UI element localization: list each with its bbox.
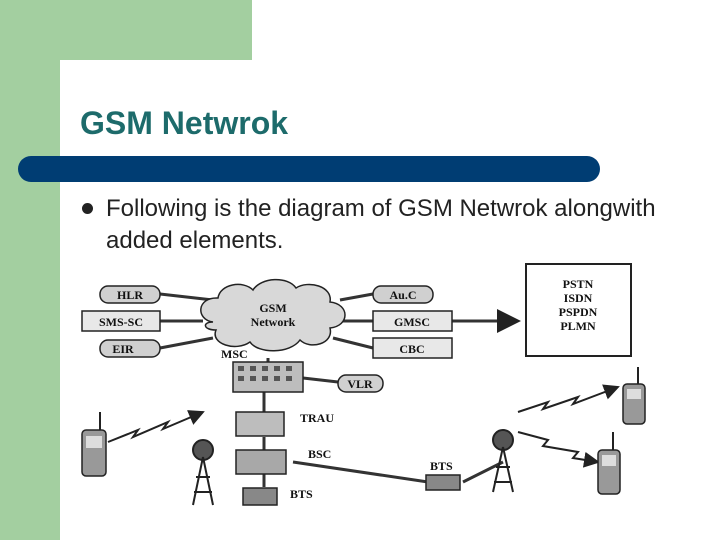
top-tab bbox=[0, 0, 252, 60]
msc-label: MSC bbox=[221, 347, 248, 361]
sms-sc-box: SMS-SC bbox=[81, 310, 161, 332]
svg-text:ISDN: ISDN bbox=[564, 291, 593, 305]
slide-title: GSM Netwrok bbox=[80, 105, 289, 141]
hlr-database: HLR bbox=[99, 285, 161, 304]
svg-text:BTS: BTS bbox=[430, 459, 453, 473]
svg-text:Network: Network bbox=[251, 315, 296, 329]
bullet-marker bbox=[82, 203, 93, 214]
svg-text:PSPDN: PSPDN bbox=[559, 305, 598, 319]
bts-left-unit: BTS bbox=[242, 487, 313, 506]
svg-text:VLR: VLR bbox=[347, 377, 373, 391]
svg-text:PSTN: PSTN bbox=[563, 277, 594, 291]
mobile-phone-right-bottom-icon bbox=[597, 432, 621, 495]
msc-building-icon bbox=[232, 361, 304, 393]
sidebar-band bbox=[0, 0, 60, 540]
svg-text:CBC: CBC bbox=[399, 342, 424, 356]
svg-text:SMS-SC: SMS-SC bbox=[99, 315, 143, 329]
svg-text:GSM: GSM bbox=[259, 301, 286, 315]
svg-text:EIR: EIR bbox=[112, 342, 134, 356]
svg-text:GMSC: GMSC bbox=[394, 315, 430, 329]
mobile-phone-left-icon bbox=[81, 412, 107, 477]
gsm-network-diagram: HLR SMS-SC EIR GSM Network MSC Au.C GMSC… bbox=[81, 263, 646, 506]
mobile-phone-right-top-icon bbox=[622, 367, 646, 425]
bullet-text: Following is the diagram of GSM Netwrok … bbox=[106, 195, 656, 254]
bts-right-unit: BTS bbox=[425, 459, 461, 491]
cbc-box: CBC bbox=[372, 337, 453, 359]
svg-text:Au.C: Au.C bbox=[389, 288, 416, 302]
external-networks-box: PSTN ISDN PSPDN PLMN bbox=[525, 263, 632, 357]
svg-text:BSC: BSC bbox=[308, 447, 331, 461]
title-rule bbox=[18, 156, 600, 182]
right-tower-icon bbox=[492, 429, 514, 493]
gmsc-box: GMSC bbox=[372, 310, 453, 332]
trau-unit: TRAU bbox=[235, 411, 334, 437]
svg-text:TRAU: TRAU bbox=[300, 411, 334, 425]
bsc-unit: BSC bbox=[235, 447, 331, 475]
svg-text:HLR: HLR bbox=[117, 288, 143, 302]
svg-text:BTS: BTS bbox=[290, 487, 313, 501]
auc-database: Au.C bbox=[372, 285, 434, 304]
connection-lines bbox=[159, 292, 521, 487]
eir-database: EIR bbox=[99, 339, 161, 358]
radio-links bbox=[107, 384, 620, 468]
svg-text:PLMN: PLMN bbox=[560, 319, 596, 333]
left-tower-icon bbox=[192, 439, 214, 506]
vlr-database: VLR bbox=[337, 374, 384, 393]
gsm-network-cloud: GSM Network bbox=[200, 278, 346, 352]
